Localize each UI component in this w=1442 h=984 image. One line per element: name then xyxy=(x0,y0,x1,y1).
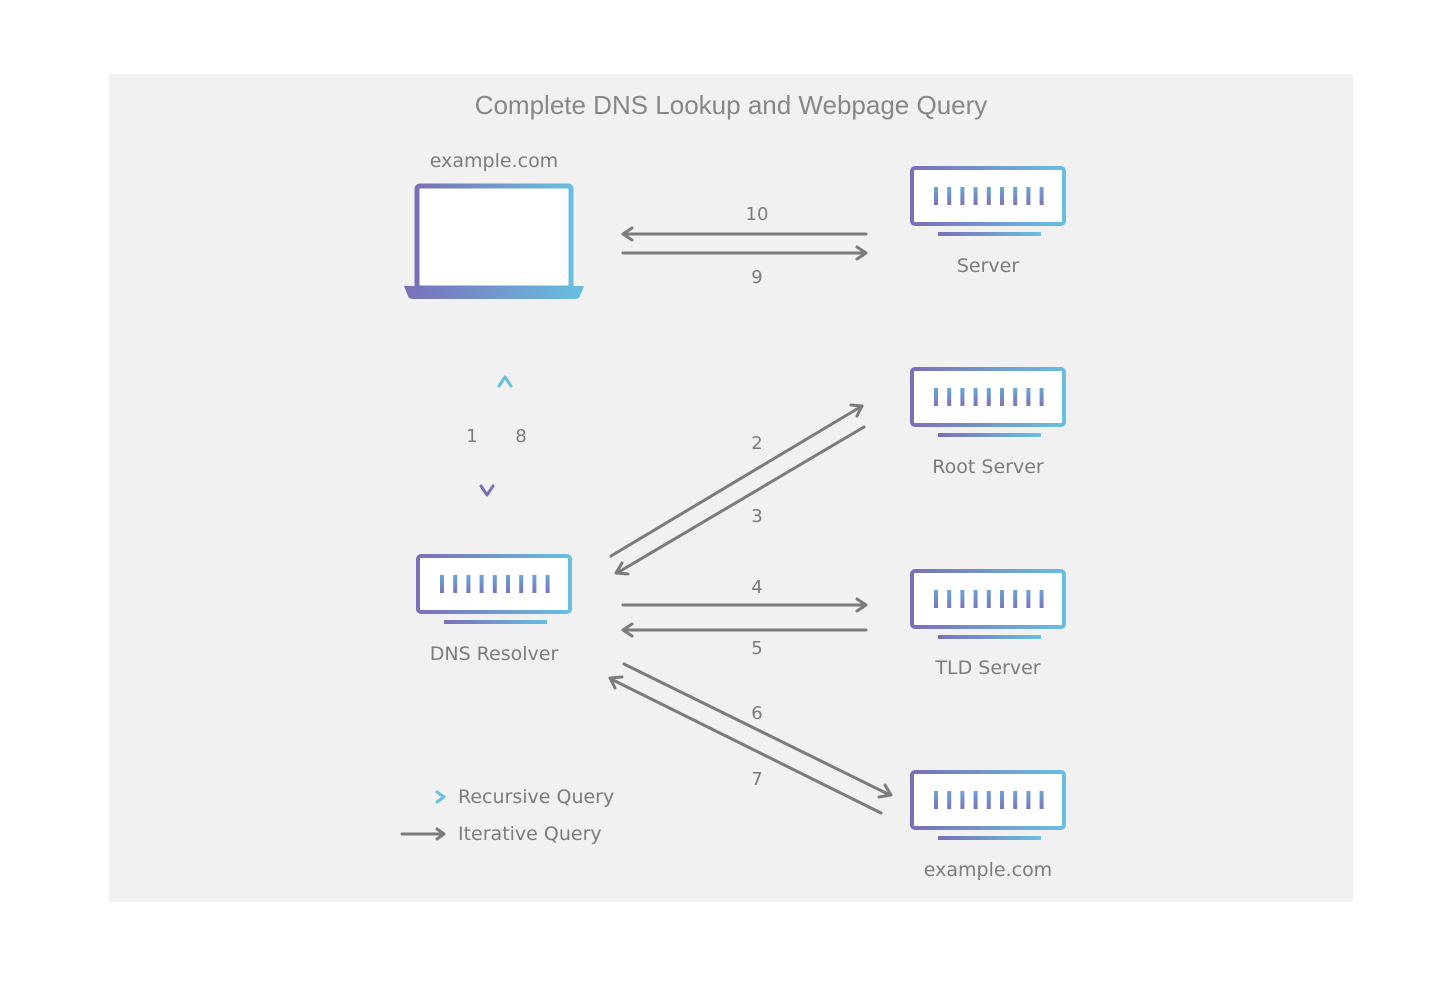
step-2-label: 2 xyxy=(751,433,762,454)
web-server-server-icon xyxy=(910,166,1066,236)
root-server-server-icon xyxy=(910,367,1066,437)
legend-iterative-arrow-icon xyxy=(400,827,446,841)
authoritative-server-server-icon xyxy=(910,770,1066,840)
step-9-arrow xyxy=(621,245,868,261)
dns-resolver-server-icon xyxy=(416,554,572,624)
step-8-label: 8 xyxy=(515,426,526,447)
step-5-arrow xyxy=(621,622,868,638)
step-8-arrow xyxy=(497,375,513,496)
root-server-label: Root Server xyxy=(932,456,1044,478)
step-7-label: 7 xyxy=(751,769,762,790)
step-6-arrow xyxy=(622,662,893,799)
diagram-panel xyxy=(109,74,1353,902)
tld-server-server-icon xyxy=(910,569,1066,639)
step-4-arrow xyxy=(621,597,868,613)
legend-recursive-label: Recursive Query xyxy=(458,786,614,808)
client-label: example.com xyxy=(430,150,558,172)
authoritative-server-label: example.com xyxy=(924,859,1052,881)
step-6-label: 6 xyxy=(751,703,762,724)
diagram-title: Complete DNS Lookup and Webpage Query xyxy=(475,90,988,120)
step-1-arrow xyxy=(479,376,495,497)
legend: Recursive Query Iterative Query xyxy=(400,786,614,845)
step-4-label: 4 xyxy=(751,577,762,598)
web-server-label: Server xyxy=(957,255,1019,277)
step-9-label: 9 xyxy=(751,267,762,288)
step-5-label: 5 xyxy=(751,638,762,659)
step-7-arrow xyxy=(608,675,883,815)
legend-recursive-arrow-icon xyxy=(400,790,446,804)
step-3-arrow xyxy=(614,425,866,576)
tld-server-label: TLD Server xyxy=(934,657,1040,679)
step-3-label: 3 xyxy=(751,506,762,527)
step-2-arrow xyxy=(609,403,864,558)
legend-iterative-label: Iterative Query xyxy=(458,823,602,845)
step-10-label: 10 xyxy=(746,204,769,225)
laptop-icon xyxy=(404,183,584,299)
client-laptop: example.com xyxy=(404,150,584,299)
dns-resolver-label: DNS Resolver xyxy=(430,643,559,665)
step-10-arrow xyxy=(621,226,868,242)
step-1-label: 1 xyxy=(466,426,477,447)
